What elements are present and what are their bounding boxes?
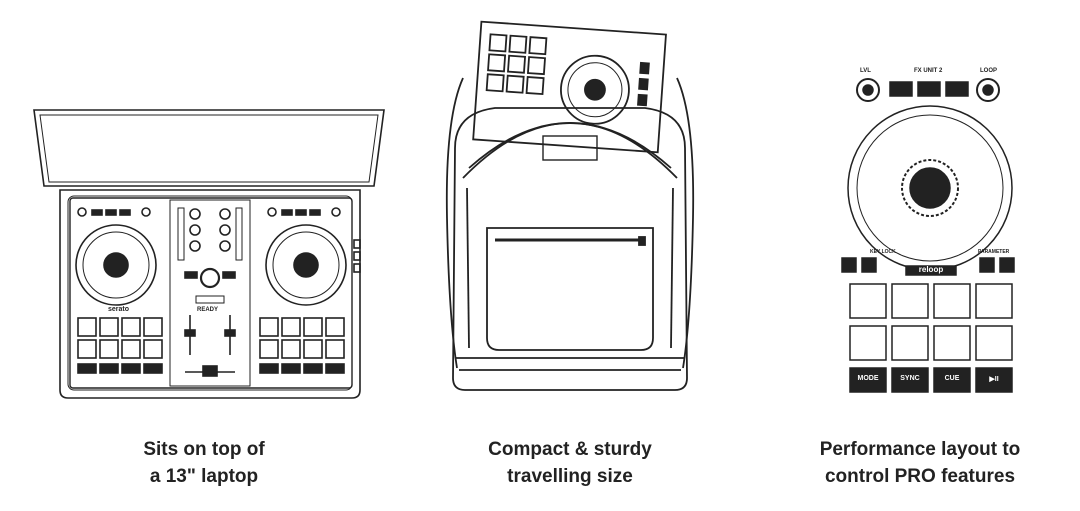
brand-logo: reloop <box>918 265 944 274</box>
controller-software-logo: serato <box>108 306 130 313</box>
sync-button-label: SYNC <box>900 375 920 382</box>
parameter-label: PARAMETER <box>978 249 1010 255</box>
laptop-controller-illustration: READY serato <box>20 100 390 410</box>
mode-button-label: MODE <box>857 375 879 382</box>
feature-caption-performance: Performance layout to control PRO featur… <box>770 436 1070 490</box>
loop-label: LOOP <box>980 68 998 74</box>
backpack-illustration <box>425 18 715 403</box>
level-label: LVL <box>860 68 871 74</box>
caption-line: Compact & sturdy <box>488 439 652 460</box>
cue-button-label: CUE <box>944 375 960 382</box>
feature-caption-backpack: Compact & sturdy travelling size <box>420 436 720 490</box>
caption-line: Sits on top of <box>143 439 265 460</box>
feature-caption-laptop: Sits on top of a 13" laptop <box>54 436 354 490</box>
performance-controller-illustration: FX UNIT 2 LOOP LVL KEY LOCK PARAMETER re… <box>830 62 1020 402</box>
fx-unit-label: FX UNIT 2 <box>914 68 943 74</box>
play-button-label: ▶II <box>989 376 999 383</box>
caption-line: Performance layout to <box>819 439 1021 460</box>
caption-line: a 13" laptop <box>149 466 259 487</box>
key-lock-label: KEY LOCK <box>870 249 896 255</box>
caption-line: travelling size <box>507 466 633 487</box>
caption-line: control PRO features <box>824 466 1016 487</box>
controller-ready-label: READY <box>197 307 219 313</box>
